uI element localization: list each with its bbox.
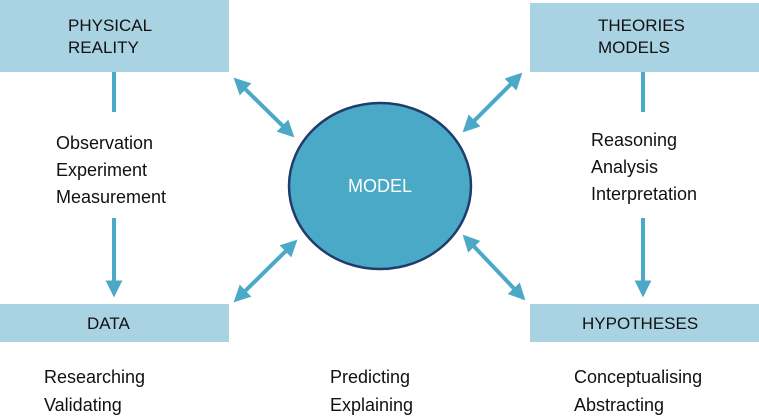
left-process-item: Experiment <box>56 160 148 180</box>
physical-reality-label: PHYSICAL REALITY <box>68 15 152 59</box>
right-process-item: Interpretation <box>591 184 698 204</box>
physical-reality-box: PHYSICAL REALITY <box>0 0 229 72</box>
double-arrow-hypotheses-model <box>462 234 526 301</box>
bottom-left-item: Researching <box>44 367 146 387</box>
bottom-left-item: Validating <box>44 395 122 415</box>
theories-models-box: THEORIES MODELS <box>530 3 759 72</box>
bottom-center-list: Predicting Explaining <box>330 363 413 419</box>
left-process-item: Measurement <box>56 187 167 207</box>
hypotheses-label: HYPOTHESES <box>582 314 699 333</box>
right-process-list: Reasoning Analysis Interpretation <box>591 127 697 208</box>
double-arrow-physical-reality-model <box>233 77 295 138</box>
right-process-item: Analysis <box>591 157 659 177</box>
model-label: MODEL <box>348 176 412 196</box>
bottom-right-item: Conceptualising <box>574 367 703 387</box>
physical-reality-line-1: PHYSICAL <box>68 16 153 35</box>
right-process-item: Reasoning <box>591 130 678 150</box>
hypotheses-box: HYPOTHESES <box>530 304 759 342</box>
double-arrow-theories-model <box>462 72 523 133</box>
data-label: DATA <box>87 314 130 333</box>
data-box: DATA <box>0 304 229 342</box>
theories-models-line-1: THEORIES <box>598 16 685 35</box>
bottom-center-item: Explaining <box>330 395 414 415</box>
bottom-left-list: Researching Validating <box>44 363 145 419</box>
physical-reality-line-2: REALITY <box>68 38 139 57</box>
bottom-right-item: Abstracting <box>574 395 665 415</box>
model-circle <box>287 101 473 271</box>
left-process-list: Observation Experiment Measurement <box>56 130 166 211</box>
double-arrow-data-model <box>233 239 298 303</box>
theories-models-label: THEORIES MODELS <box>598 15 685 59</box>
bottom-center-item: Predicting <box>330 367 411 387</box>
theories-models-line-2: MODELS <box>598 38 670 57</box>
left-process-item: Observation <box>56 133 154 153</box>
bottom-right-list: Conceptualising Abstracting <box>574 363 702 419</box>
